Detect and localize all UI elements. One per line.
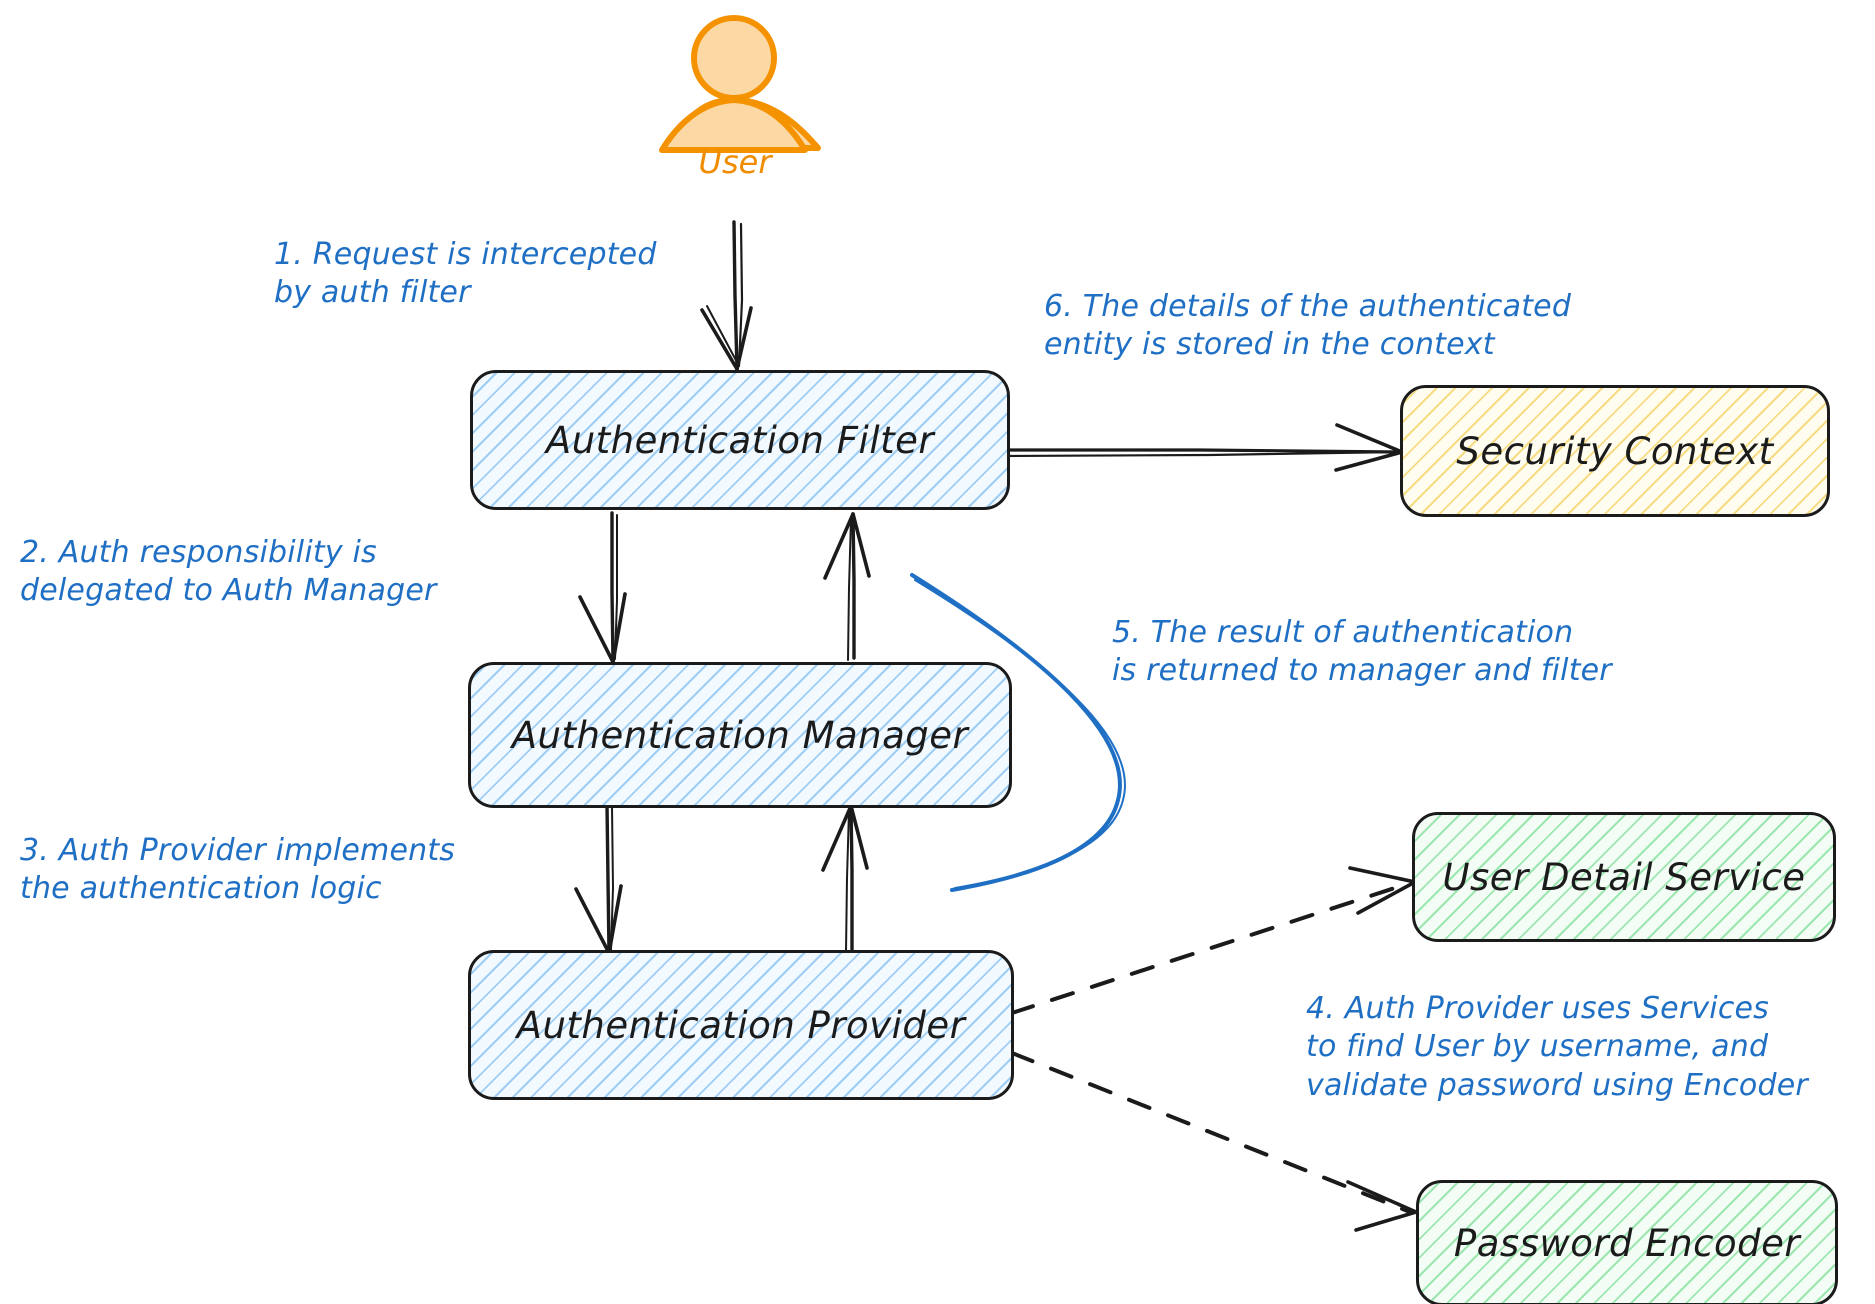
- node-user-detail-service-label: User Detail Service: [1442, 855, 1806, 899]
- node-password-encoder[interactable]: Password Encoder: [1416, 1180, 1838, 1304]
- edge-provider-to-manager: [821, 804, 869, 953]
- node-password-encoder-label: Password Encoder: [1453, 1221, 1801, 1265]
- annotation-step-1: 1. Request is intercepted by auth filter: [274, 237, 657, 311]
- node-security-context-label: Security Context: [1456, 429, 1774, 473]
- edge-filter-to-security-context: [1002, 423, 1404, 472]
- edge-manager-to-provider: [574, 803, 623, 955]
- node-authentication-filter[interactable]: Authentication Filter: [470, 370, 1010, 510]
- user-actor-label: User: [698, 143, 772, 181]
- edge-provider-to-password-encoder: [1010, 1051, 1418, 1232]
- edge-provider-to-user-detail: [1010, 866, 1417, 1015]
- node-authentication-manager-label: Authentication Manager: [511, 713, 969, 757]
- node-security-context[interactable]: Security Context: [1400, 385, 1830, 517]
- annotation-step-5: 5. The result of authentication is retur…: [1112, 615, 1612, 689]
- annotation-step-6: 6. The details of the authenticated enti…: [1044, 289, 1572, 363]
- annotation-step-4: 4. Auth Provider uses Services to find U…: [1306, 991, 1808, 1103]
- edge-filter-to-manager: [578, 511, 627, 664]
- node-authentication-manager[interactable]: Authentication Manager: [468, 662, 1012, 808]
- node-authentication-provider[interactable]: Authentication Provider: [468, 950, 1014, 1100]
- annotation-step-2: 2. Auth responsibility is delegated to A…: [20, 535, 437, 609]
- person-icon: [659, 15, 821, 153]
- node-authentication-provider-label: Authentication Provider: [516, 1003, 966, 1047]
- annotation-step-3: 3. Auth Provider implements the authenti…: [20, 833, 456, 907]
- step5-leader-curve: [910, 573, 1126, 892]
- node-user-detail-service[interactable]: User Detail Service: [1412, 812, 1836, 942]
- edge-manager-to-filter: [823, 512, 871, 661]
- node-authentication-filter-label: Authentication Filter: [545, 418, 935, 462]
- edge-user-to-filter: [700, 220, 753, 371]
